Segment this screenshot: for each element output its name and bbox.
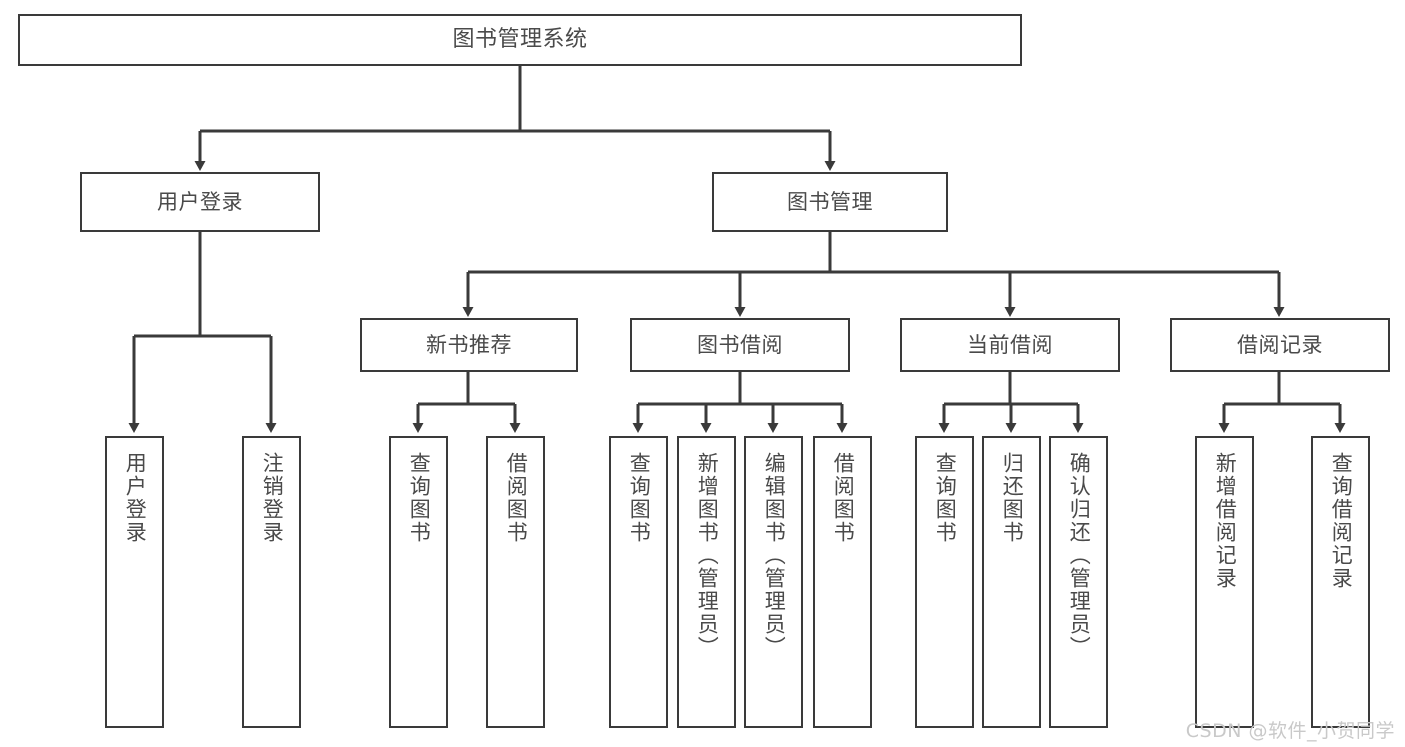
node-book-manage-label: 图书管理 — [787, 189, 873, 214]
node-leaf-confirm-return[interactable]: 确认归还（管理员） — [1049, 436, 1108, 728]
node-leaf-query-book-1[interactable]: 查询图书 — [389, 436, 448, 728]
node-leaf-edit-book-label: 编辑图书（管理员） — [762, 452, 787, 659]
node-user-login-label: 用户登录 — [157, 189, 243, 214]
node-leaf-query-record-label: 查询借阅记录 — [1329, 452, 1354, 590]
node-new-book-recommendation[interactable]: 新书推荐 — [360, 318, 578, 372]
node-book-borrow-label: 图书借阅 — [697, 332, 783, 357]
node-leaf-borrow-book-2-label: 借阅图书 — [831, 452, 856, 544]
node-leaf-user-login[interactable]: 用户登录 — [105, 436, 164, 728]
node-book-borrow[interactable]: 图书借阅 — [630, 318, 850, 372]
node-leaf-borrow-book-1-label: 借阅图书 — [504, 452, 529, 544]
node-leaf-query-record[interactable]: 查询借阅记录 — [1311, 436, 1370, 728]
node-leaf-add-record-label: 新增借阅记录 — [1213, 452, 1238, 590]
node-root[interactable]: 图书管理系统 — [18, 14, 1022, 66]
node-leaf-user-login-label: 用户登录 — [123, 452, 148, 544]
node-current-borrow[interactable]: 当前借阅 — [900, 318, 1120, 372]
node-leaf-user-logout-label: 注销登录 — [260, 452, 285, 544]
node-leaf-add-record[interactable]: 新增借阅记录 — [1195, 436, 1254, 728]
node-user-login[interactable]: 用户登录 — [80, 172, 320, 232]
node-current-borrow-label: 当前借阅 — [967, 332, 1053, 357]
node-leaf-borrow-book-1[interactable]: 借阅图书 — [486, 436, 545, 728]
node-leaf-confirm-return-label: 确认归还（管理员） — [1067, 452, 1092, 659]
node-root-label: 图书管理系统 — [452, 27, 588, 52]
node-leaf-query-book-2[interactable]: 查询图书 — [609, 436, 668, 728]
node-leaf-query-book-3-label: 查询图书 — [933, 452, 958, 544]
node-borrow-record-label: 借阅记录 — [1237, 332, 1323, 357]
node-leaf-add-book-label: 新增图书（管理员） — [695, 452, 720, 659]
node-book-manage[interactable]: 图书管理 — [712, 172, 948, 232]
node-leaf-return-book[interactable]: 归还图书 — [982, 436, 1041, 728]
node-leaf-query-book-2-label: 查询图书 — [627, 452, 652, 544]
node-leaf-add-book[interactable]: 新增图书（管理员） — [677, 436, 736, 728]
node-leaf-user-logout[interactable]: 注销登录 — [242, 436, 301, 728]
node-new-book-recommendation-label: 新书推荐 — [426, 332, 512, 357]
node-leaf-edit-book[interactable]: 编辑图书（管理员） — [744, 436, 803, 728]
node-borrow-record[interactable]: 借阅记录 — [1170, 318, 1390, 372]
node-leaf-query-book-1-label: 查询图书 — [407, 452, 432, 544]
node-leaf-borrow-book-2[interactable]: 借阅图书 — [813, 436, 872, 728]
node-leaf-query-book-3[interactable]: 查询图书 — [915, 436, 974, 728]
node-leaf-return-book-label: 归还图书 — [1000, 452, 1025, 544]
csdn-watermark: CSDN @软件_小贺同学 — [1185, 720, 1395, 742]
